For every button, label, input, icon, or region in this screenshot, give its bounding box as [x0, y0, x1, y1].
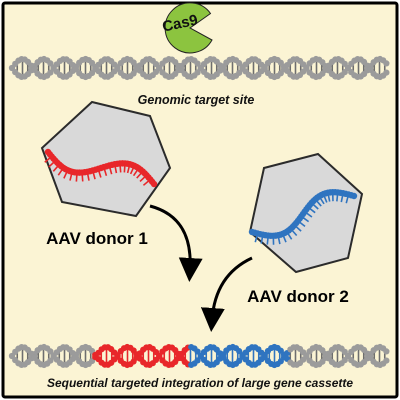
dna-backbone-bead: [350, 192, 358, 200]
dna-backbone-bead: [383, 69, 390, 76]
aav-donor-1-label: AAV donor 1: [46, 229, 148, 248]
curved-arrow-icon: [200, 256, 253, 332]
integrated-dna-helix: [8, 343, 390, 369]
aav-donor-1: [40, 100, 172, 218]
aav-donor-2-label: AAV donor 2: [247, 287, 349, 306]
donor-1-dna-strand: [44, 148, 158, 188]
dna-backbone-bead: [383, 348, 390, 355]
dna-base: [44, 155, 53, 163]
dna-backbone-bead: [383, 60, 390, 67]
genomic-dna-helix: [8, 55, 390, 81]
cas9-pacman-icon: [164, 2, 213, 54]
dna-base: [142, 178, 151, 186]
aav-donor-2: [248, 152, 364, 274]
donor-2-dna-strand: [248, 189, 358, 245]
genomic-target-site-label: Genomic target site: [138, 93, 255, 107]
dna-base: [345, 194, 350, 204]
result-caption: Sequential targeted integration of large…: [47, 376, 353, 390]
dna-base: [297, 220, 306, 228]
curved-arrow-icon: [149, 204, 203, 282]
dna-base: [304, 211, 313, 218]
dna-base: [91, 170, 96, 180]
dna-base: [103, 166, 108, 176]
dna-backbone-bead: [383, 357, 390, 364]
aav-capsid-hexagon-icon: [40, 100, 172, 218]
dna-base: [97, 168, 102, 178]
dna-base: [300, 215, 310, 223]
dna-backbone-bead: [150, 180, 158, 188]
